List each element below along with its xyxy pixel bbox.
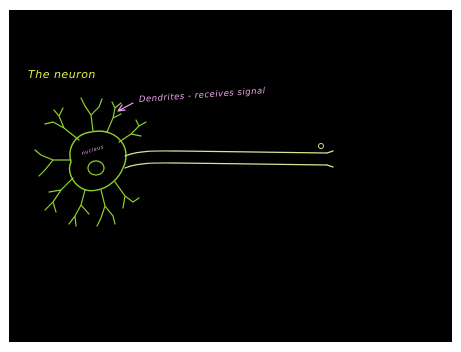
neuron-drawing xyxy=(9,10,452,342)
page-title: The neuron xyxy=(28,68,96,81)
axon xyxy=(125,151,333,168)
nucleus xyxy=(88,161,104,175)
blackboard: The neuron Dendrites - receives signal n… xyxy=(9,10,452,342)
dendrites xyxy=(35,98,146,226)
axon-terminal-marker xyxy=(319,144,324,149)
